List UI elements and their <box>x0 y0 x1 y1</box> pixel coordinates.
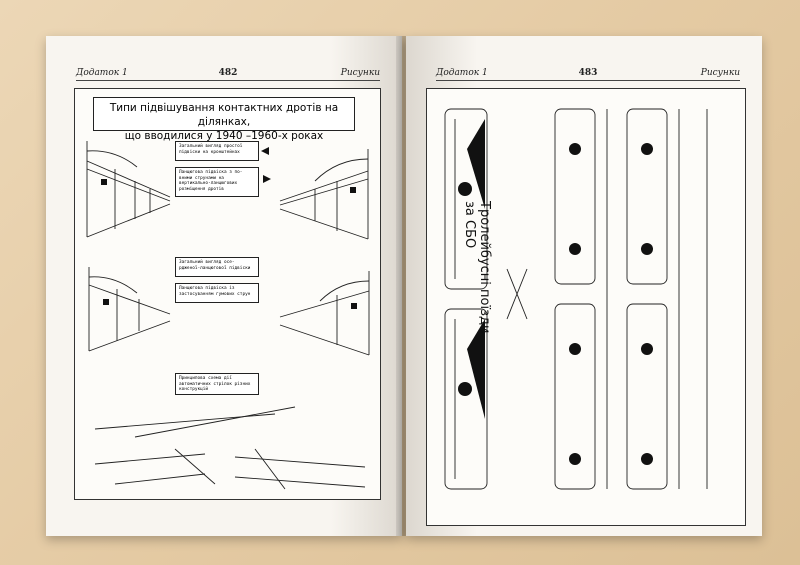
left-figure-plate: Типи підвішування контактних дротів на д… <box>74 88 381 500</box>
right-header-chapter: Рисунки <box>700 68 740 78</box>
right-page-header: Додаток 1 483 Рисунки <box>436 66 740 81</box>
note-text-3: Загальний вигляд осе-рдженої-ланцюгової … <box>179 260 251 271</box>
open-book: Додаток 1 482 Рисунки Типи підвішування … <box>46 36 762 536</box>
note-text-5: Принципова схема дії автоматичних стріло… <box>179 376 251 393</box>
note-text-2: Ланцюгова підвіска з по-вними струнами н… <box>179 170 243 192</box>
left-header-chapter: Рисунки <box>340 68 380 78</box>
vertical-title-line1: Тролейбусні поїзди <box>477 201 492 334</box>
right-figure-plate <box>426 88 746 526</box>
vertical-title-line2: за СБО <box>462 201 477 249</box>
trolleybus-drawings <box>444 108 708 490</box>
note-box-3: Загальний вигляд осе-рдженої-ланцюгової … <box>175 257 259 277</box>
figure-title-line2: що вводилися у 1940 –1960-х роках <box>124 130 324 142</box>
right-page-number: 483 <box>578 68 598 78</box>
note-box-1: Загальний вигляд простої підвіски на кро… <box>175 141 259 161</box>
right-page: Додаток 1 483 Рисунки <box>406 36 762 536</box>
vertical-figure-title: Тролейбусні поїзди за СБО <box>462 201 492 351</box>
note-box-5: Принципова схема дії автоматичних стріло… <box>175 373 259 395</box>
left-header-section: Додаток 1 <box>76 68 128 78</box>
overhead-wire-drawings <box>86 141 370 490</box>
left-page-header: Додаток 1 482 Рисунки <box>76 66 380 81</box>
note-text-1: Загальний вигляд простої підвіски на кро… <box>179 144 243 155</box>
note-box-4: Ланцюгова підвіска із застосуванням гумо… <box>175 283 259 303</box>
note-text-4: Ланцюгова підвіска із застосуванням гумо… <box>179 286 251 297</box>
note-box-2: Ланцюгова підвіска з по-вними струнами н… <box>175 167 259 197</box>
right-header-section: Додаток 1 <box>436 68 488 78</box>
left-page: Додаток 1 482 Рисунки Типи підвішування … <box>46 36 402 536</box>
left-page-number: 482 <box>218 68 238 78</box>
figure-title-line1: Типи підвішування контактних дротів на д… <box>109 102 339 128</box>
figure-title: Типи підвішування контактних дротів на д… <box>93 97 355 142</box>
